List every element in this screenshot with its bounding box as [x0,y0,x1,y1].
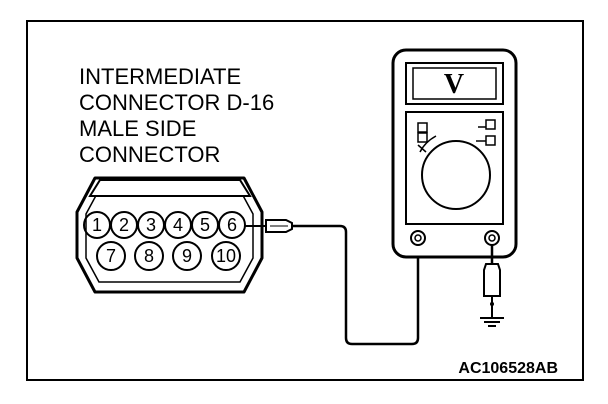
connector-latch [88,179,252,197]
connector-label-line-4: CONNECTOR [79,142,220,167]
ground-symbol-icon [480,317,504,327]
pin-9 [172,241,202,271]
test-probe-icon [244,219,293,233]
test-lead-wire [292,224,420,346]
meter-display-reading: V [444,69,464,100]
dial-arc [419,135,437,153]
pin-5-label: 5 [200,215,210,235]
pin-4-label: 4 [173,215,183,235]
connector-label: INTERMEDIATE CONNECTOR D-16 MALE SIDE CO… [79,64,274,167]
figure-code: AC106528AB [458,360,558,377]
connector-label-line-2: CONNECTOR D-16 [79,90,274,115]
pin-6-label: 6 [227,215,237,235]
pin-10-label: 10 [216,246,236,266]
connector-label-line-1: INTERMEDIATE [79,64,241,89]
pin-2-label: 2 [119,215,129,235]
meter-switch-left-2 [417,132,428,143]
meter-switch-left-1 [417,122,428,133]
pin-10 [211,241,241,271]
pin-9-label: 9 [182,246,192,266]
meter-switch-right-1 [485,119,496,130]
pin-8-label: 8 [144,246,154,266]
pin-7 [96,241,126,271]
pin-3-label: 3 [146,215,156,235]
meter-display-inner [412,67,497,100]
pin-7-label: 7 [106,246,116,266]
range-selector-dial [421,140,491,210]
dial-pointer [417,144,427,153]
connector-label-line-3: MALE SIDE [79,116,196,141]
ground-lead [483,245,501,318]
pin-1-label: 1 [92,215,102,235]
meter-switch-right-2 [485,135,496,146]
multimeter-icon: V [391,48,518,259]
pin-8 [134,241,164,271]
connector-d16: 1 2 3 4 5 6 7 8 9 10 [75,176,264,294]
pin-row-bottom: 7 8 9 10 [96,241,241,271]
